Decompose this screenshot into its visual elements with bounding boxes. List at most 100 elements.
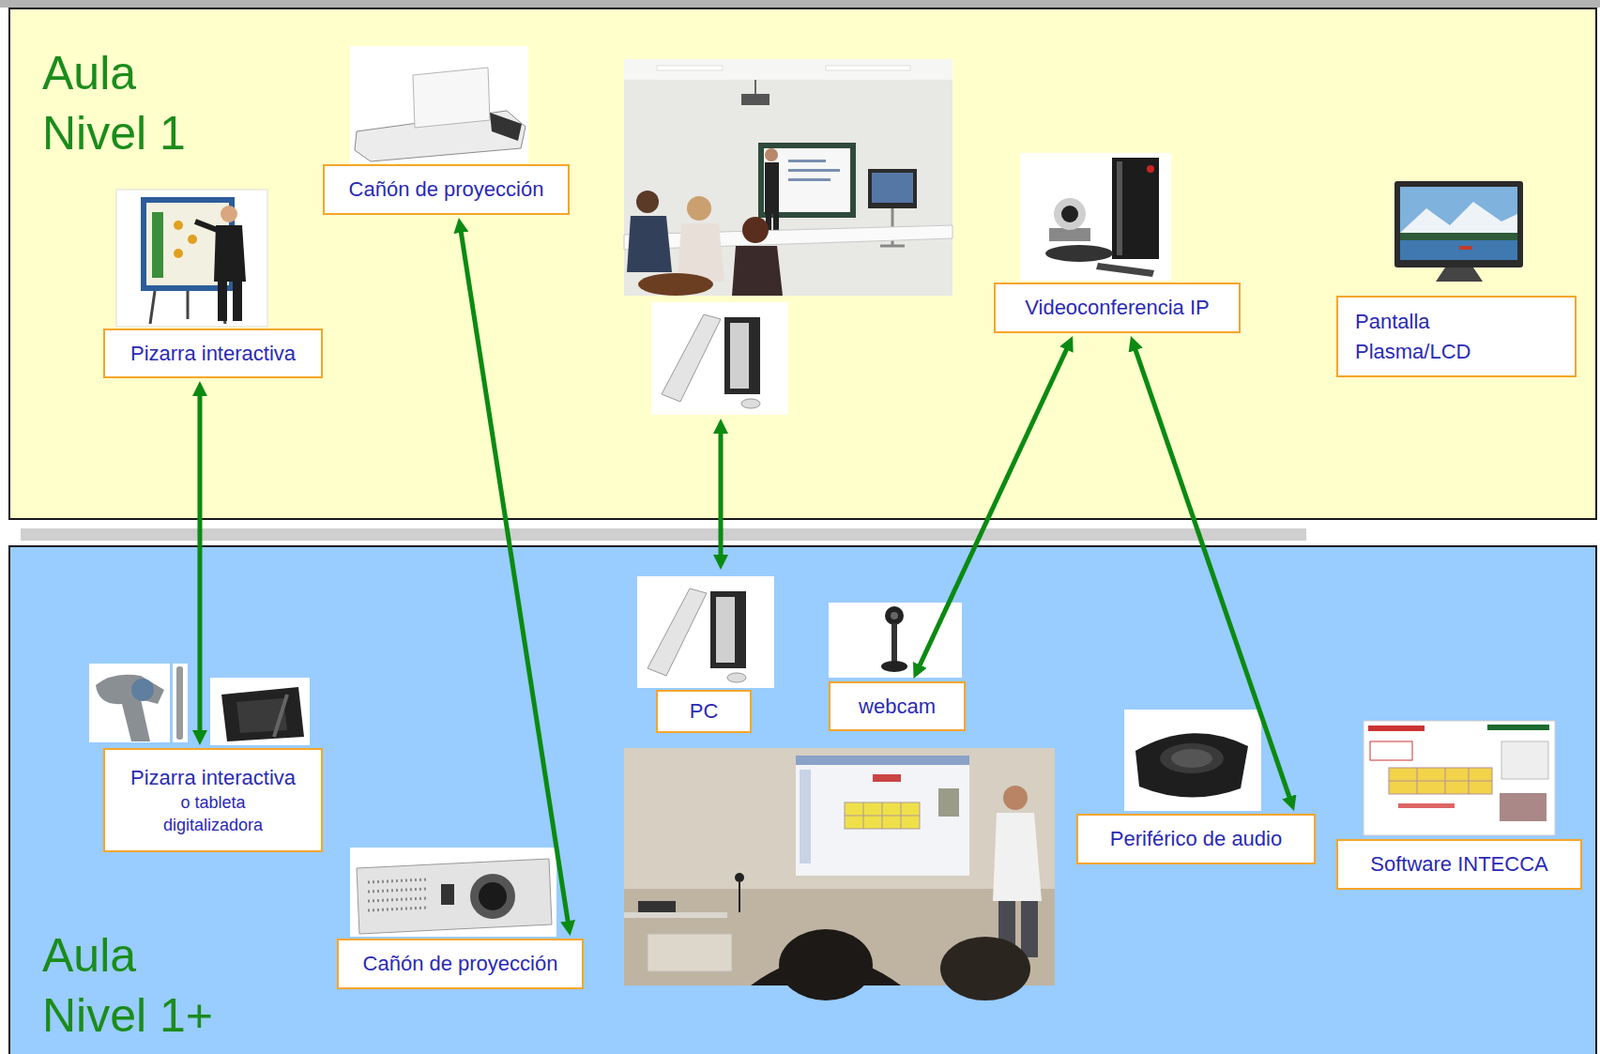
lecture-photo-part bbox=[799, 769, 811, 864]
lecture-photo-part bbox=[734, 872, 745, 883]
interactive-whiteboard-photo bbox=[116, 189, 268, 327]
interactive-whiteboard-photo-part bbox=[152, 212, 164, 278]
computer-icon-part bbox=[741, 398, 761, 409]
interactive-whiteboard-photo-part bbox=[173, 248, 183, 259]
lecture-photo-part bbox=[750, 957, 901, 986]
frame-strip bbox=[0, 0, 1600, 541]
device-label: Pizarra interactiva bbox=[130, 764, 296, 792]
lecture-photo-part bbox=[1003, 785, 1028, 810]
classroom-photo-part bbox=[868, 168, 917, 209]
videoconference-icon-part bbox=[1053, 198, 1086, 230]
interactive-whiteboard-photo-part bbox=[232, 281, 243, 321]
webcam-icon-part bbox=[884, 606, 904, 625]
lecture-photo-part bbox=[624, 747, 1055, 986]
device-label-box: Pizarra interactiva bbox=[103, 328, 323, 379]
lecture-photo-part bbox=[938, 788, 960, 817]
classroom-photo-part bbox=[765, 213, 772, 231]
computer-icon-part bbox=[647, 588, 707, 676]
lecture-photo-part bbox=[778, 929, 873, 1001]
computer-icon bbox=[651, 302, 789, 415]
lecture-photo-part bbox=[1020, 900, 1038, 958]
device-label-box: Videoconferencia IP bbox=[993, 282, 1241, 334]
computer-icon bbox=[637, 576, 775, 688]
classroom-photo-part bbox=[626, 215, 672, 273]
plasma-screen-icon bbox=[1394, 181, 1524, 282]
projector-icon bbox=[350, 847, 557, 937]
computer-icon-part bbox=[730, 322, 749, 389]
software-screenshot-part bbox=[1398, 803, 1455, 808]
device-label: PC bbox=[689, 698, 719, 725]
device-label: Videoconferencia IP bbox=[1024, 294, 1210, 321]
webcam-icon bbox=[828, 602, 962, 678]
projector-icon-part bbox=[350, 847, 557, 937]
projector-icon-part bbox=[367, 879, 427, 911]
classroom-photo bbox=[624, 59, 953, 296]
interactive-whiteboard-photo-part bbox=[217, 281, 228, 321]
device-label-box: Periférico de audio bbox=[1076, 813, 1316, 865]
pen-tablet-icon-part bbox=[172, 663, 188, 743]
classroom-photo-part bbox=[788, 168, 840, 172]
videoconference-icon-part bbox=[1049, 228, 1091, 242]
computer-icon-part bbox=[710, 591, 747, 669]
computer-icon-part bbox=[724, 317, 761, 395]
interactive-whiteboard-photo-part bbox=[173, 220, 183, 230]
webcam-icon-part bbox=[891, 623, 898, 663]
classroom-photo-part bbox=[731, 245, 783, 296]
band-heading: Aula Nivel 1+ bbox=[42, 925, 235, 1046]
projector-icon-part bbox=[441, 883, 455, 905]
pen-tablet-icon-part bbox=[221, 686, 305, 742]
device-label-box: Pantalla Plasma/LCD bbox=[1336, 295, 1577, 378]
pc-link-arrow bbox=[720, 426, 722, 563]
computer-icon-part bbox=[637, 576, 775, 688]
webcam-icon-part bbox=[890, 611, 899, 620]
device-label-box: Pizarra interactivao tableta digitalizad… bbox=[103, 747, 323, 853]
device-label: Periférico de audio bbox=[1110, 825, 1282, 853]
classroom-photo-part bbox=[624, 59, 953, 296]
classroom-photo-part bbox=[754, 79, 757, 94]
projector-icon-part bbox=[478, 882, 507, 911]
videoconference-icon-part bbox=[1146, 165, 1155, 173]
classroom-photo-part bbox=[742, 216, 769, 244]
webcam-icon-part bbox=[881, 660, 908, 672]
lecture-photo-part bbox=[795, 755, 970, 876]
webcam-icon-part bbox=[828, 602, 962, 678]
videoconference-icon-part bbox=[1096, 262, 1155, 277]
lecture-photo-part bbox=[940, 936, 1031, 1001]
device-label: Software INTECCA bbox=[1370, 851, 1549, 878]
projector-icon-part bbox=[356, 858, 552, 934]
classroom-photo-part bbox=[871, 172, 914, 203]
software-screenshot-part bbox=[1388, 767, 1493, 794]
pen-tablet-icon-part bbox=[131, 678, 154, 701]
pen-tablet-icon-part bbox=[236, 698, 288, 733]
classroom-photo-part bbox=[677, 223, 725, 282]
pen-tablet-icon-part bbox=[210, 677, 310, 746]
lecture-photo-part bbox=[992, 812, 1042, 901]
classroom-photo-part bbox=[788, 159, 826, 163]
lecture-photo-part bbox=[795, 755, 970, 765]
plasma-screen-icon-part bbox=[1400, 186, 1518, 260]
classroom-band: Aula Nivel 1 Pizarra interactiva Cañón de … bbox=[8, 7, 1598, 520]
pen-tablet-icon bbox=[89, 663, 310, 746]
software-screenshot-part bbox=[1363, 720, 1555, 836]
lecture-photo-part bbox=[844, 802, 920, 829]
device-label-box: Cañón de proyección bbox=[322, 164, 570, 215]
interactive-whiteboard-photo-part bbox=[146, 202, 229, 286]
interactive-whiteboard-photo-part bbox=[116, 189, 268, 327]
device-label: Pizarra interactiva bbox=[130, 340, 296, 367]
pen-tablet-icon-part bbox=[176, 666, 183, 740]
classroom-photo-part bbox=[624, 59, 953, 80]
interactive-whiteboard-photo-part bbox=[140, 197, 235, 291]
classroom-photo-part bbox=[880, 208, 905, 246]
classroom-photo-part bbox=[763, 148, 851, 213]
projector-icon-part bbox=[350, 45, 529, 164]
speakerphone-icon-part bbox=[1135, 732, 1249, 797]
plasma-screen-icon-part bbox=[1459, 245, 1473, 250]
videoconference-icon-part bbox=[1061, 205, 1079, 223]
device-label-box: PC bbox=[655, 689, 752, 733]
classroom-photo-part bbox=[638, 273, 714, 296]
band-heading: Aula Nivel 1 bbox=[42, 43, 235, 164]
pen-tablet-icon-part bbox=[211, 717, 218, 745]
